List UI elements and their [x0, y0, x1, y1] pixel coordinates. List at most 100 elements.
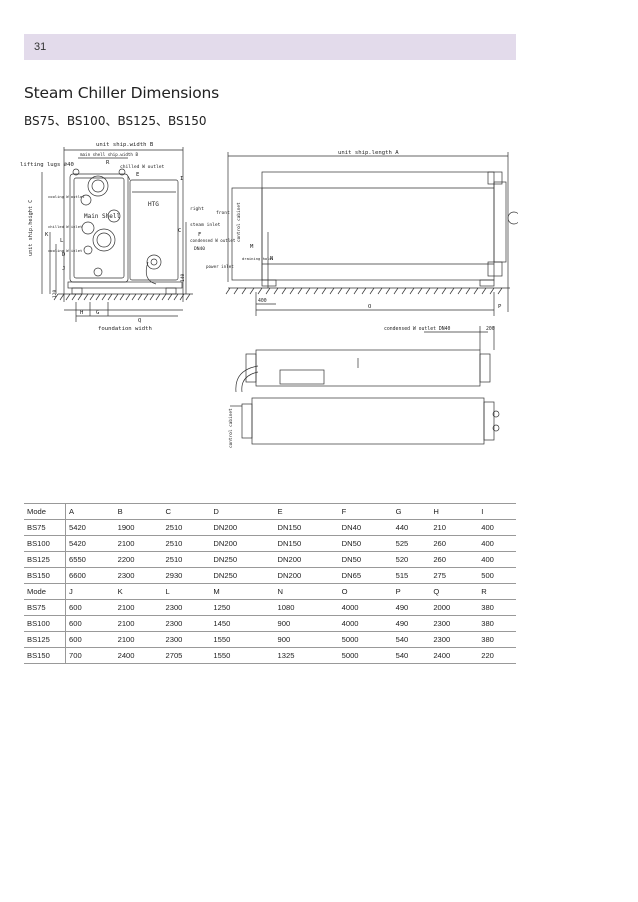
- label-cooling-w-outlet: cooling W outlet: [48, 194, 85, 199]
- table-cell: 6600: [65, 567, 115, 584]
- table-cell: 700: [65, 647, 115, 664]
- table-cell: 220: [478, 647, 516, 664]
- table-cell: 1900: [114, 519, 163, 536]
- table-cell: 2300: [162, 631, 211, 648]
- table-cell: 275: [430, 567, 479, 584]
- table-cell: DN50: [338, 535, 393, 552]
- label-right: right: [190, 206, 204, 212]
- table-cell: 400: [478, 535, 516, 552]
- table-cell: 5420: [65, 535, 115, 552]
- table-cell: DN40: [338, 519, 393, 536]
- label-lifting-lugs: lifting lugs ⌀40: [20, 162, 74, 168]
- table-cell: 400: [478, 551, 516, 568]
- table-cell: O: [338, 583, 393, 600]
- label-Q: Q: [138, 318, 142, 324]
- page-number: 31: [34, 41, 47, 53]
- table-cell: 2300: [162, 615, 211, 632]
- table-cell: 525: [392, 535, 431, 552]
- label-I: I: [180, 176, 183, 182]
- label-htg: HTG: [148, 201, 159, 208]
- page-title: Steam Chiller Dimensions: [24, 84, 220, 102]
- table-cell: 380: [478, 615, 516, 632]
- label-E: E: [136, 172, 140, 178]
- table-cell: 2100: [114, 631, 163, 648]
- table-cell: 2300: [162, 599, 211, 616]
- table-cell: 1250: [210, 599, 275, 616]
- table-cell: DN200: [274, 551, 339, 568]
- label-O: O: [368, 304, 372, 310]
- table-cell: DN150: [274, 535, 339, 552]
- label-M: M: [250, 244, 254, 250]
- label-P: P: [498, 304, 502, 310]
- label-cooling-w-inlet: cooling W inlet: [48, 248, 82, 253]
- dimension-drawing: unit ship.width B main shell ship.width …: [20, 142, 518, 448]
- label-D: D: [62, 252, 66, 258]
- table-cell: 260: [430, 551, 479, 568]
- label-power-inlet: power inlet: [206, 264, 234, 269]
- table-cell: DN65: [338, 567, 393, 584]
- label-F: F: [198, 232, 202, 238]
- label-steam-inlet: steam inlet: [190, 222, 221, 228]
- table-cell: I: [478, 503, 516, 520]
- label-chilled-w-inlet: chilled W inlet: [48, 224, 82, 229]
- label-C: C: [178, 228, 181, 234]
- table-cell: 2100: [114, 615, 163, 632]
- table-cell: BS100: [24, 535, 66, 552]
- table-cell: 5000: [338, 647, 393, 664]
- table-cell: 6550: [65, 551, 115, 568]
- table-cell: N: [274, 583, 339, 600]
- table-cell: K: [114, 583, 163, 600]
- table-cell: 2510: [162, 519, 211, 536]
- table-cell: 500: [478, 567, 516, 584]
- table-cell: 2300: [430, 615, 479, 632]
- table-cell: 4000: [338, 615, 393, 632]
- table-cell: E: [274, 503, 339, 520]
- table-cell: H: [430, 503, 479, 520]
- table-cell: BS75: [24, 519, 66, 536]
- table-cell: D: [210, 503, 275, 520]
- table-cell: 900: [274, 631, 339, 648]
- label-condensed-w-outlet: condensed W outlet: [190, 238, 236, 243]
- table-cell: 5000: [338, 631, 393, 648]
- table-cell: 600: [65, 599, 115, 616]
- table-cell: 1550: [210, 631, 275, 648]
- table-cell: 2705: [162, 647, 211, 664]
- label-H: H: [80, 310, 83, 316]
- label-control-cabinet: control cabinet: [236, 202, 242, 242]
- table-cell: 490: [392, 599, 431, 616]
- label-main-shell-width: main shell ship.width B: [80, 152, 138, 157]
- table-cell: DN50: [338, 551, 393, 568]
- table-cell: M: [210, 583, 275, 600]
- table-cell: BS125: [24, 551, 66, 568]
- table-cell: Mode: [24, 583, 66, 600]
- table-cell: Mode: [24, 503, 66, 520]
- table-cell: 900: [274, 615, 339, 632]
- table-cell: 520: [392, 551, 431, 568]
- table-cell: 2000: [430, 599, 479, 616]
- table-cell: 600: [65, 615, 115, 632]
- table-cell: 540: [392, 631, 431, 648]
- label-R: R: [106, 160, 110, 166]
- table-cell: 490: [392, 615, 431, 632]
- label-unit-ship-length: unit ship.length A: [338, 150, 399, 156]
- table-cell: B: [114, 503, 163, 520]
- table-cell: 440: [392, 519, 431, 536]
- table-cell: J: [65, 583, 115, 600]
- label-dim-400: 400: [258, 298, 267, 304]
- table-cell: 210: [430, 519, 479, 536]
- label-chilled-w-outlet: chilled W outlet: [120, 164, 164, 170]
- label-top-control-cabinet: control cabinet: [228, 408, 234, 448]
- table-cell: DN250: [210, 567, 275, 584]
- label-unit-ship-width: unit ship.width B: [96, 142, 154, 148]
- label-N: N: [270, 256, 273, 262]
- table-cell: BS150: [24, 567, 66, 584]
- table-cell: DN150: [274, 519, 339, 536]
- model-list: BS75、BS100、BS125、BS150: [24, 114, 207, 128]
- label-L: L: [60, 238, 64, 244]
- table-cell: 2510: [162, 551, 211, 568]
- table-cell: 2100: [114, 599, 163, 616]
